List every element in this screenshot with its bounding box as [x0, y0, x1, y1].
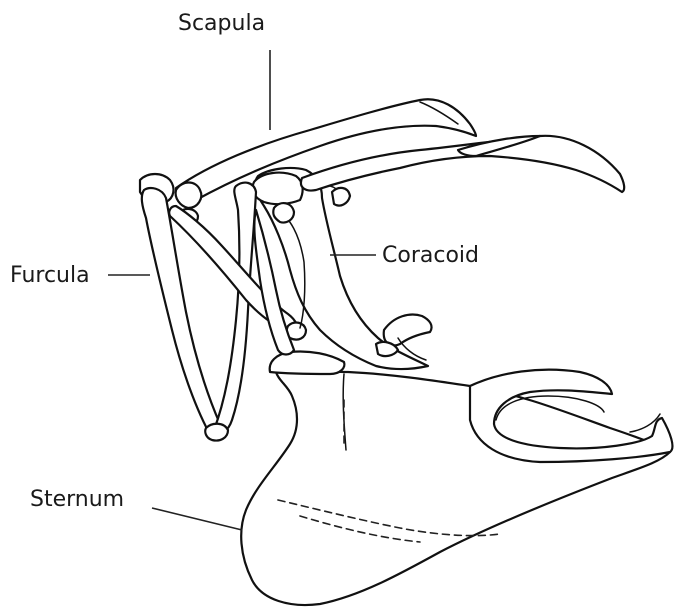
- scapula-label: Scapula: [178, 11, 265, 36]
- sternum-bone: [241, 370, 672, 605]
- furcula-label: Furcula: [10, 263, 90, 288]
- coracoid-label: Coracoid: [382, 243, 479, 268]
- furcula-bone: [142, 183, 306, 441]
- sternum-leader-line: [152, 508, 242, 530]
- scapula-bone: [140, 99, 624, 225]
- sternum-label: Sternum: [30, 487, 124, 512]
